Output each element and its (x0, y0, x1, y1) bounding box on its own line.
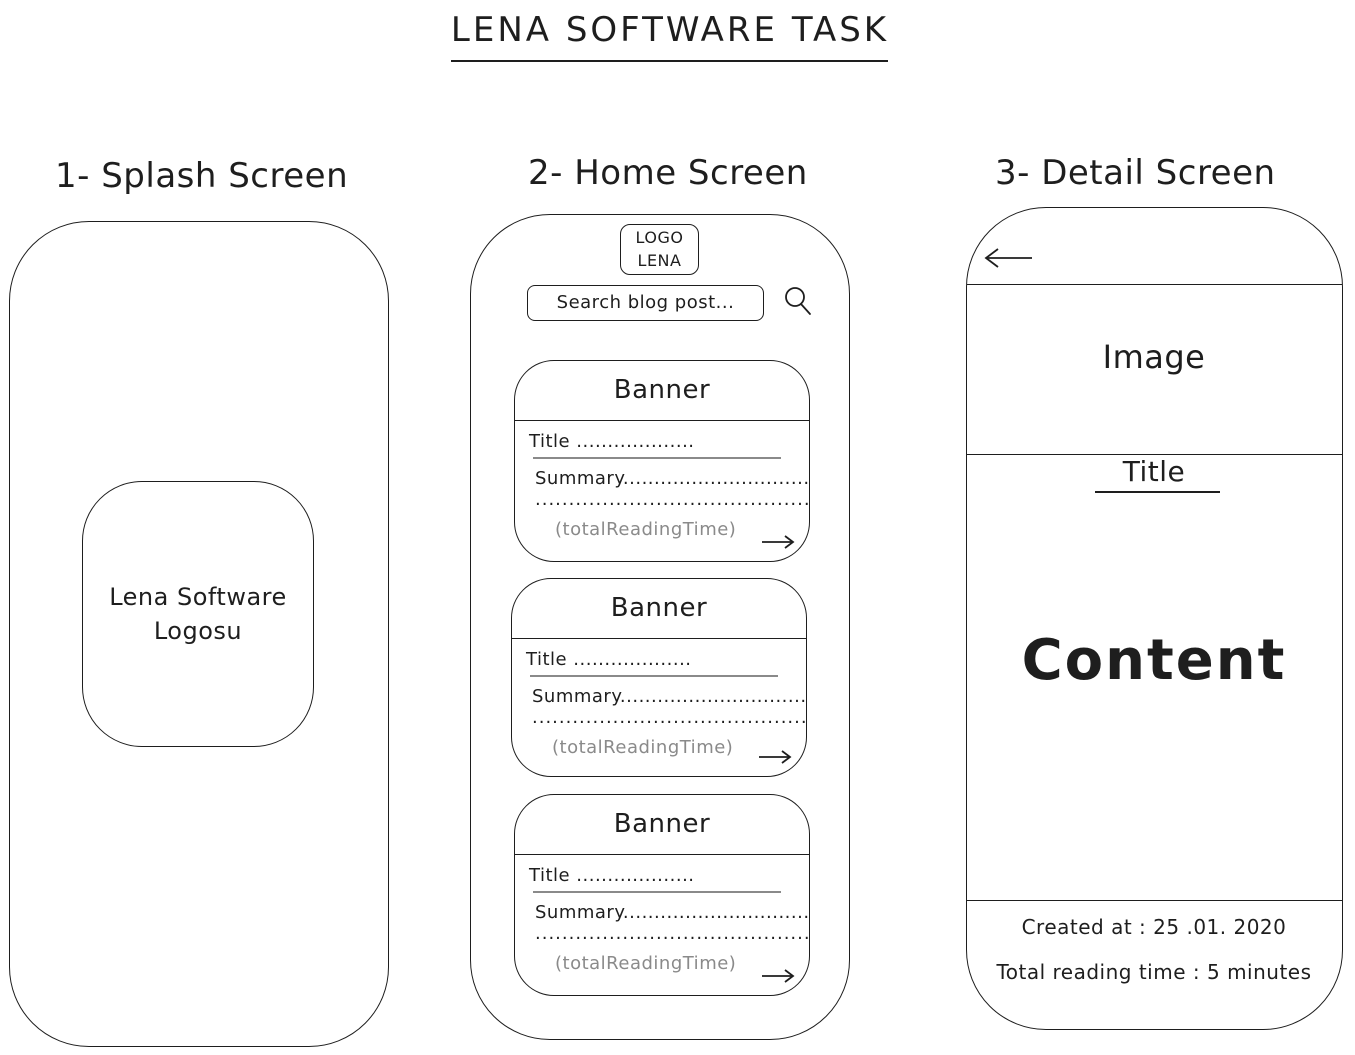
back-arrow-icon[interactable] (984, 246, 1034, 270)
blog-card[interactable]: Banner Title ................... Summary… (514, 794, 810, 996)
reading-time-text: Total reading time : 5 minutes (996, 960, 1312, 984)
page-title: LENA SOFTWARE TASK (450, 10, 890, 50)
search-icon[interactable] (783, 284, 813, 318)
card-banner: Banner (515, 361, 809, 421)
detail-phone-frame (966, 207, 1343, 1030)
splash-logo: Lena Software Logosu (82, 481, 314, 747)
card-summary: Summary.............................. (532, 686, 807, 707)
arrow-right-icon[interactable] (758, 750, 792, 764)
search-input[interactable]: Search blog post... (527, 285, 764, 321)
title-underline (451, 60, 888, 62)
card-summary-continued: ........................................… (535, 493, 809, 509)
card-banner: Banner (512, 579, 806, 639)
arrow-right-icon[interactable] (761, 969, 795, 983)
card-reading-time: (totalReadingTime) (555, 519, 737, 540)
detail-screen-heading: 3- Detail Screen (995, 153, 1276, 193)
blog-card[interactable]: Banner Title ................... Summary… (514, 360, 810, 562)
detail-title-underline (1095, 491, 1220, 493)
card-reading-time: (totalReadingTime) (555, 953, 737, 974)
card-divider (533, 457, 781, 459)
card-summary-continued: ........................................… (532, 711, 806, 727)
app-bar-divider (967, 284, 1342, 285)
card-divider (530, 675, 778, 677)
card-summary: Summary.............................. (535, 468, 810, 489)
card-banner: Banner (515, 795, 809, 855)
card-title: Title ................... (529, 431, 695, 452)
image-divider (967, 454, 1342, 455)
card-summary: Summary.............................. (535, 902, 810, 923)
home-screen-heading: 2- Home Screen (528, 153, 808, 193)
card-divider (533, 891, 781, 893)
logo: LOGO LENA (620, 224, 699, 275)
home-phone-frame (470, 214, 850, 1040)
footer-divider (967, 900, 1342, 901)
splash-screen-heading: 1- Splash Screen (55, 156, 349, 196)
detail-content: Content (1021, 628, 1287, 693)
detail-title: Title (1122, 455, 1186, 488)
splash-phone-frame (9, 221, 389, 1047)
card-title: Title ................... (529, 865, 695, 886)
splash-logo-text: Lena Software Logosu (109, 583, 287, 645)
card-summary-continued: ........................................… (535, 927, 809, 943)
blog-card[interactable]: Banner Title ................... Summary… (511, 578, 807, 777)
detail-image: Image (1102, 338, 1206, 376)
card-reading-time: (totalReadingTime) (552, 737, 734, 758)
card-title: Title ................... (526, 649, 692, 670)
arrow-right-icon[interactable] (761, 535, 795, 549)
created-at-text: Created at : 25 .01. 2020 (1021, 915, 1287, 939)
